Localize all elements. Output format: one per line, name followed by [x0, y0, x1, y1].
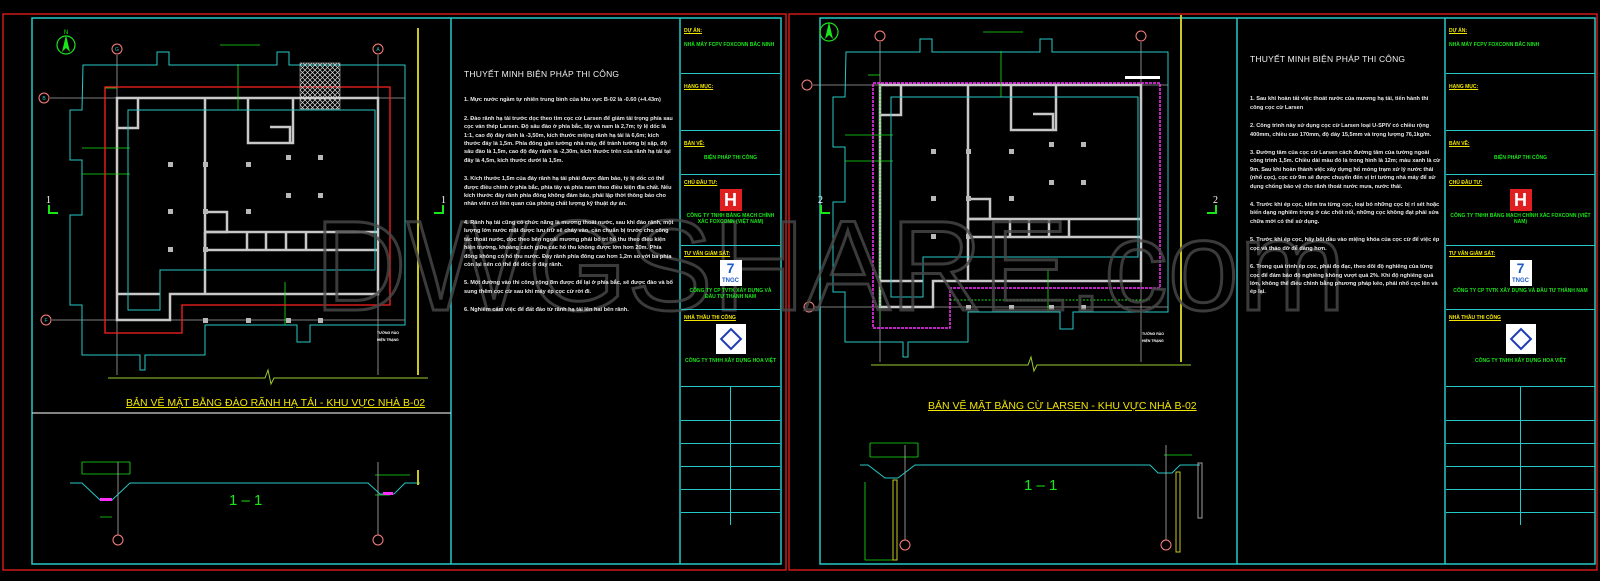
watermark-logo: DWGSHARE.com	[314, 195, 1345, 338]
section-label-sheet-2: 1 – 1	[1024, 477, 1058, 494]
note-item: 4. Rãnh hạ tải cũng có chức năng là mươn…	[464, 219, 674, 268]
owner-label: CHỦ ĐẦU TƯ:	[1449, 180, 1483, 186]
section-marker-label: 1	[441, 195, 446, 206]
fence-label: TƯỜNG RÀO	[377, 331, 400, 335]
note-item: 2. Công trình này sử dụng cọc cừ Larsen …	[1250, 123, 1432, 138]
sheet-2-inner-frame	[819, 17, 1596, 565]
plan-drawing-larsen[interactable]	[811, 13, 1193, 373]
grid-label: A	[376, 47, 380, 53]
owner-label: CHỦ ĐẦU TƯ:	[684, 180, 718, 186]
note-item: 6. Trong quá trình ép cọc, phải đo đạc, …	[1250, 264, 1438, 296]
note-item: 1. Sau khi hoàn tất việc thoát nước của …	[1250, 96, 1429, 111]
plan-title-sheet-2: BẢN VẼ MẶT BẰNG CỪ LARSEN - KHU VỰC NHÀ …	[928, 400, 1197, 412]
section-marker-label: 1	[46, 195, 51, 206]
category-label: HẠNG MỤC:	[1449, 84, 1479, 90]
sheet-2	[788, 13, 1598, 571]
project-label: DỰ ÁN:	[684, 28, 703, 34]
drawing-name: BIỆN PHÁP THI CÔNG	[1494, 155, 1547, 161]
notes-title: THUYẾT MINH BIỆN PHÁP THI CÔNG	[464, 69, 620, 79]
plan-title-sheet-1: BẢN VẼ MẶT BẰNG ĐÀO RÃNH HẠ TẢI - KHU VỰ…	[126, 397, 426, 409]
contractor-logo	[715, 324, 746, 354]
section-1-1[interactable]	[70, 461, 420, 535]
consultant-label: TƯ VẤN GIÁM SÁT:	[684, 251, 731, 257]
owner-logo: H	[1509, 189, 1532, 211]
larsen-sheet-pile-line	[872, 82, 1161, 329]
consultant-label: TƯ VẤN GIÁM SÁT:	[1449, 251, 1496, 257]
owner-logo: H	[719, 189, 742, 211]
grid-label: G	[115, 47, 119, 53]
note-item: 5. Trước khi ép cọc, hãy bôi dầu vào miệ…	[1250, 237, 1440, 252]
notes-title: THUYẾT MINH BIỆN PHÁP THI CÔNG	[1250, 54, 1406, 64]
owner-name: CÔNG TY TNHH BẢNG MẠCH CHÍNH XÁC FOXCONN…	[1450, 213, 1591, 225]
note-item: 6. Nghiêm cấm việc để đất đào từ rãnh hạ…	[464, 307, 629, 314]
note-item: 3. Kích thước 1,5m của đáy rãnh hạ tải p…	[464, 176, 672, 208]
grid-label: B	[42, 96, 46, 102]
construction-notes-sheet-2: THUYẾT MINH BIỆN PHÁP THI CÔNG 1. Sau kh…	[1250, 55, 1442, 307]
drawing-label: BẢN VẼ:	[684, 141, 705, 147]
sheet-2-outer-frame	[788, 13, 1598, 571]
sheet-1	[2, 13, 787, 571]
grid-label: F	[44, 318, 47, 324]
fence-label: HIỆN TRẠNG	[377, 338, 399, 342]
note-item: 2. Đào rãnh hạ tải trước dọc theo tim cọ…	[464, 115, 673, 164]
contractor-logo	[1505, 324, 1536, 354]
fence-label: HIỆN TRẠNG	[1142, 339, 1164, 343]
drawing-name: BIỆN PHÁP THI CÔNG	[704, 155, 757, 161]
drawing-label: BẢN VẼ:	[1449, 141, 1470, 147]
category-label: HẠNG MỤC:	[684, 84, 714, 90]
note-item: 5. Một đường vào thi công rộng 8m được đ…	[464, 280, 673, 295]
project-name: NHÀ MÁY FCPV FOXCONN BẮC NINH	[1449, 42, 1540, 48]
section-markers	[48, 205, 1217, 214]
hatched-area	[299, 62, 341, 110]
project-name: NHÀ MÁY FCPV FOXCONN BẮC NINH	[684, 42, 775, 48]
contractor-name: CÔNG TY TNHH XÂY DỰNG HOA VIỆT	[684, 358, 776, 364]
owner-name: CÔNG TY TNHH BẢNG MẠCH CHÍNH XÁC FOXCONN…	[686, 213, 775, 225]
contractor-label: NHÀ THẦU THI CÔNG	[1449, 315, 1501, 321]
section-marker-label: 2	[818, 195, 823, 206]
title-block-sheet-1: DỰ ÁN: NHÀ MÁY FCPV FOXCONN BẮC NINH HẠN…	[681, 18, 780, 525]
title-block-sheet-2: DỰ ÁN: NHÀ MÁY FCPV FOXCONN BẮC NINH HẠN…	[1446, 18, 1595, 525]
note-item: 3. Đường tâm của cọc cừ Larsen cách đườn…	[1250, 150, 1441, 190]
consultant-name: CÔNG TY CP TVTK XÂY DỰNG VÀ ĐẦU TƯ THÀNH…	[689, 288, 772, 300]
section-1-1-larsen[interactable]	[860, 442, 1203, 561]
north-arrow-label: N	[64, 30, 68, 36]
contractor-name: CÔNG TY TNHH XÂY DỰNG HOA VIỆT	[1474, 358, 1566, 364]
plan-drawing-trench[interactable]	[48, 26, 430, 386]
sheet-1-inner-frame	[31, 17, 782, 565]
consultant-name: CÔNG TY CP TVTK XÂY DỰNG VÀ ĐẦU TƯ THÀNH…	[1453, 288, 1588, 294]
note-item: 1. Mực nước ngầm tự nhiên trung bình của…	[464, 97, 661, 104]
grid-bubbles: G A B F	[38, 30, 1172, 551]
note-item: 4. Trước khi ép cọc, kiểm tra từng cọc, …	[1250, 202, 1440, 225]
fence-label: TƯỜNG RÀO	[1142, 332, 1165, 336]
section-label-sheet-1: 1 – 1	[229, 492, 263, 509]
construction-notes-sheet-1: THUYẾT MINH BIỆN PHÁP THI CÔNG 1. Mực nư…	[464, 70, 676, 325]
contractor-label: NHÀ THẦU THI CÔNG	[684, 315, 736, 321]
sheet-1-outer-frame	[2, 13, 787, 571]
project-label: DỰ ÁN:	[1449, 28, 1468, 34]
section-marker-label: 2	[1213, 195, 1218, 206]
trench-line	[104, 86, 391, 334]
